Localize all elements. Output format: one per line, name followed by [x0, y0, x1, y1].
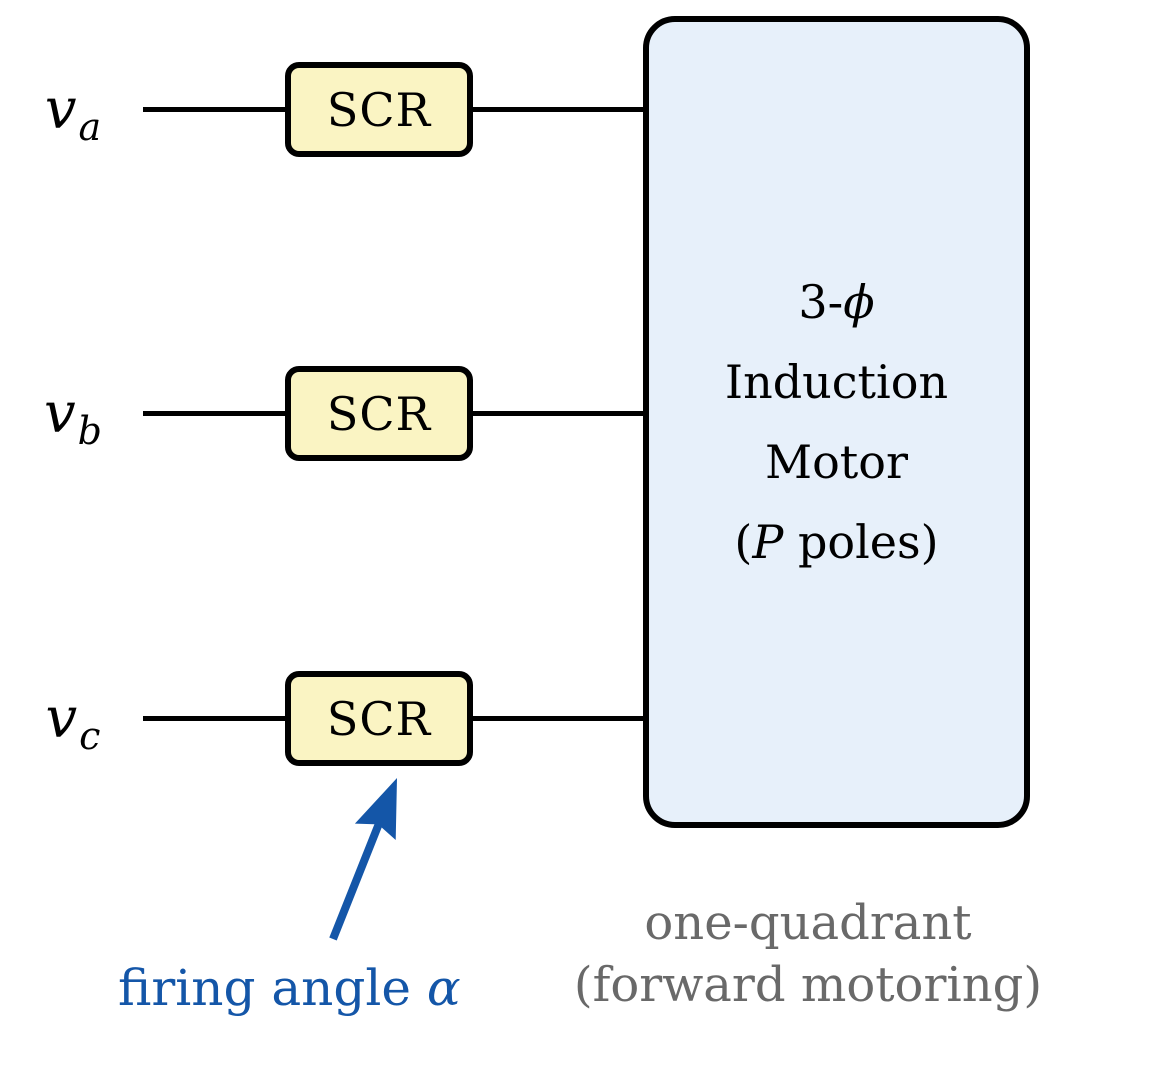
arrow-head	[354, 778, 397, 840]
phi-symbol: ϕ	[843, 275, 875, 329]
poles-variable: P	[752, 515, 784, 569]
phase-a-subscript: a	[78, 105, 102, 149]
phase-a-base: v	[44, 77, 77, 142]
scr-box-c: SCR	[285, 671, 473, 766]
firing-angle-text: firing angle	[118, 959, 427, 1017]
quadrant-caption: one-quadrant (forward motoring)	[558, 892, 1058, 1016]
scr-a-label: SCR	[326, 82, 432, 137]
phase-b-subscript: b	[77, 409, 102, 453]
scr-c-label: SCR	[326, 691, 432, 746]
caption-line-1: one-quadrant	[644, 895, 972, 951]
motor-line-motor: Motor	[765, 435, 908, 489]
scr-box-b: SCR	[285, 366, 473, 461]
arrow-shaft	[329, 814, 386, 941]
motor-line-poles: (P poles)	[734, 502, 938, 582]
wire-b-input	[143, 411, 285, 416]
alpha-symbol: α	[426, 959, 461, 1017]
poles-open-paren: (	[734, 515, 753, 569]
induction-motor-block: 3-ϕ Induction Motor (P poles)	[643, 16, 1030, 828]
phase-b-base: v	[44, 381, 76, 446]
scr-b-label: SCR	[326, 386, 432, 441]
wire-c-output	[473, 716, 648, 721]
firing-angle-label: firing angle α	[118, 957, 461, 1019]
motor-line-phase: 3-ϕ	[798, 262, 874, 342]
wire-c-input	[143, 716, 285, 721]
wire-b-output	[473, 411, 648, 416]
wire-a-input	[143, 107, 285, 112]
phase-c-subscript: c	[79, 714, 101, 758]
caption-line-2: (forward motoring)	[573, 957, 1043, 1013]
motor-phase-prefix: 3-	[798, 275, 844, 329]
motor-line-induction: Induction	[724, 355, 949, 409]
wire-a-output	[473, 107, 648, 112]
phase-c-base: v	[45, 686, 78, 751]
phase-b-label: vb	[25, 378, 121, 450]
poles-rest: poles)	[783, 515, 939, 569]
phase-c-label: vc	[25, 683, 121, 755]
scr-box-a: SCR	[285, 62, 473, 157]
phase-a-label: va	[25, 74, 121, 146]
